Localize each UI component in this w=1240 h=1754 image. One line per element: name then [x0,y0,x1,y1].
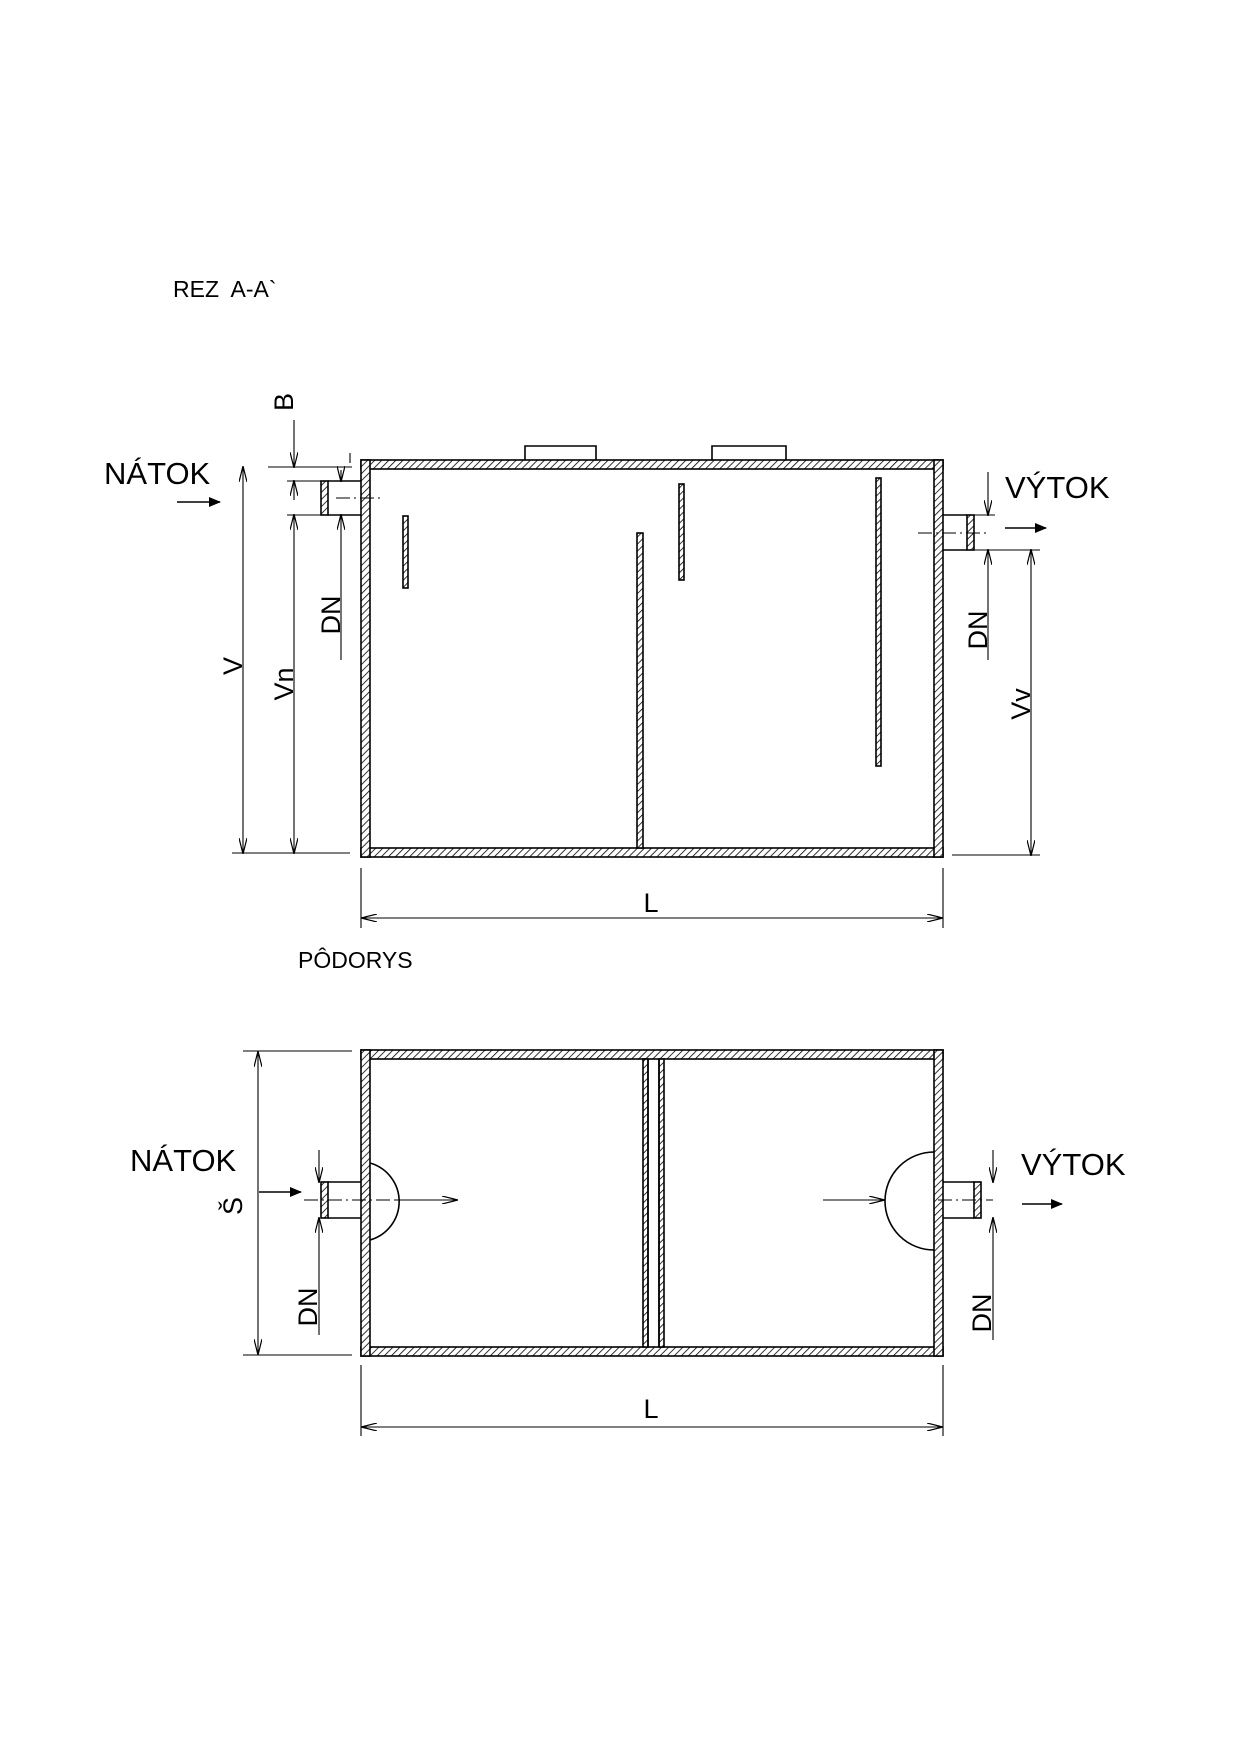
section-baffle-2 [636,532,644,849]
plan-dim-s: Š [217,1052,258,1354]
plan-dim-dn-outlet: DN [967,1150,997,1340]
plan-inlet-label: NÁTOK [130,1143,237,1178]
section-baffle-4 [875,477,882,767]
section-inlet-pipe [320,480,380,516]
section-wall-left [360,459,371,858]
section-baffle-1 [402,515,409,589]
plan-wall-right [933,1049,944,1357]
section-tank [360,445,944,858]
plan-dim-s-label: Š [217,1197,248,1215]
section-dim-b-label: B [269,393,299,411]
section-dim-l: L [360,868,944,928]
section-dim-dn-inlet: DN [316,470,346,660]
section-dim-v: V [218,467,248,853]
section-dim-vn: Vn [269,515,299,853]
section-dim-v-label: V [218,657,248,675]
plan-inlet-elbow [369,1162,400,1241]
section-wall-top [360,459,944,470]
plan-tank [360,1049,944,1357]
section-manhole-left [524,445,597,460]
plan-outlet-label: VÝTOK [1021,1147,1126,1182]
plan-wall-bottom [360,1346,944,1357]
plan-dim-l-label: L [643,1394,658,1424]
section-view: REZ A-A` [104,276,1110,928]
plan-dim-l: L [360,1365,944,1436]
section-inlet-label: NÁTOK [104,456,211,491]
plan-outlet-elbow [884,1151,935,1251]
section-manhole-right [711,445,787,460]
plan-wall-top [360,1049,944,1060]
section-outlet-label: VÝTOK [1005,470,1110,505]
plan-dim-dn-inlet-label: DN [293,1288,323,1327]
plan-inlet-pipe [304,1162,457,1241]
plan-outlet-pipe [823,1151,993,1251]
section-dim-b: B [269,393,299,500]
section-dim-vv: Vv [1006,550,1036,855]
section-dim-dn-inlet-label: DN [316,596,346,635]
plan-wall-left [360,1049,371,1357]
plan-dim-dn-outlet-label: DN [967,1294,997,1333]
section-dim-l-label: L [643,888,658,918]
section-wall-bottom [360,847,944,858]
plan-title: PÔDORYS [298,946,413,973]
section-dim-vn-label: Vn [269,667,299,700]
section-inlet-flange [320,480,329,516]
section-dim-vv-label: Vv [1006,688,1036,720]
section-outlet-pipe [918,514,986,551]
section-dim-dn-outlet-label: DN [963,611,993,650]
plan-dim-dn-inlet: DN [293,1150,323,1335]
section-dim-dn-outlet: DN [963,472,993,660]
plan-view: PÔDORYS [130,946,1126,1436]
section-title: REZ A-A` [173,276,277,302]
section-wall-right [933,459,944,858]
section-baffle-3 [678,483,685,581]
